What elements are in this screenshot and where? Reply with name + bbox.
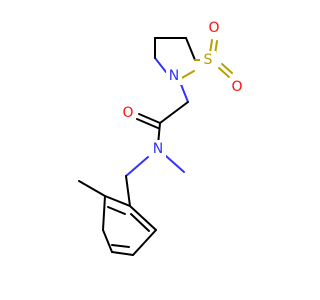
bond-ar-3-4 xyxy=(102,229,113,253)
bond-ar-2-3 xyxy=(102,195,106,231)
sulfonyl-oxygen-top-label: O xyxy=(208,20,219,36)
bond-carbonyl-o-b xyxy=(136,118,159,129)
isothiazolidine-ring xyxy=(154,37,202,80)
bond-ch2-ring xyxy=(125,175,131,207)
bond-s-o-right-b xyxy=(221,63,233,74)
bond-ar-6-1 xyxy=(129,205,157,231)
bond-n-ch2-benzyl xyxy=(125,156,149,177)
bond-aryl-methyl xyxy=(78,180,106,197)
bond-ar-1-2 xyxy=(104,195,131,207)
bond-ar-inner-c xyxy=(130,213,150,232)
bond-s-o-top-a xyxy=(209,39,213,54)
bond-ar-inner-b xyxy=(111,244,130,248)
bond-c4-c5 xyxy=(185,37,196,61)
sulfur-label: S xyxy=(204,52,213,68)
carbonyl-oxygen-label: O xyxy=(122,105,133,121)
molecule-structure: S O O N O N xyxy=(78,19,245,256)
bond-carbonyl-o-a xyxy=(138,113,161,124)
sulfonyl-oxygen-right-label: O xyxy=(231,79,242,95)
bond-n-ring-c2 xyxy=(154,57,167,73)
acetamide-linker xyxy=(136,81,189,146)
amide-nitrogen-label: N xyxy=(153,141,163,157)
bond-ch2-carbonyl xyxy=(159,101,189,124)
bond-n-methyl xyxy=(165,155,185,173)
bond-s-o-right-a xyxy=(218,67,230,78)
bond-ar-5-6 xyxy=(132,229,157,256)
benzene-ring xyxy=(78,180,157,256)
amide-substituents xyxy=(125,155,185,207)
atom-labels: S O O N O N xyxy=(120,19,245,158)
ring-nitrogen-label: N xyxy=(169,68,179,84)
bond-ar-4-5 xyxy=(111,251,134,256)
bond-s-n-ring xyxy=(179,70,195,80)
bond-ar-inner-a xyxy=(107,206,126,215)
bond-n-ring-ch2 xyxy=(179,81,189,103)
sulfonyl-group xyxy=(209,39,233,78)
